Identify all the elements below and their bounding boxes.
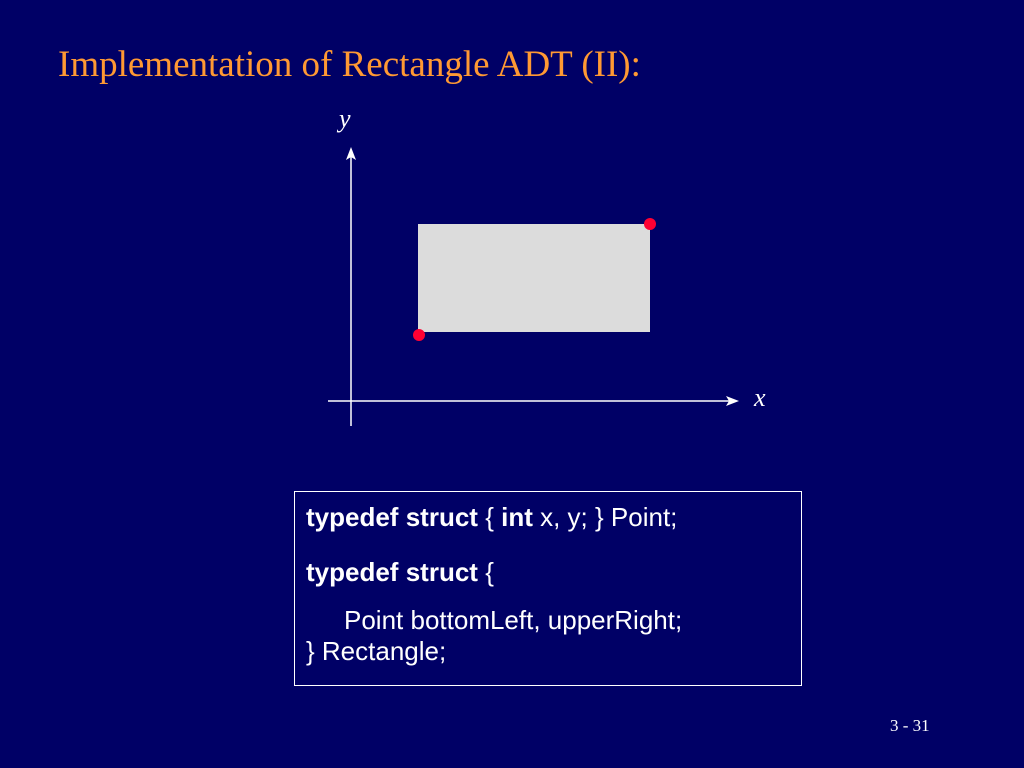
- keyword-typedef: typedef: [306, 557, 399, 587]
- bottom-left-point: [413, 329, 425, 341]
- code-line-rectangle-close: } Rectangle;: [306, 636, 447, 666]
- brace-open: {: [485, 557, 494, 587]
- code-box: typedef struct { int x, y; } Point; type…: [294, 491, 802, 686]
- x-axis-arrowhead: [726, 396, 739, 406]
- brace-open: {: [485, 502, 494, 532]
- keyword-int: int: [501, 502, 533, 532]
- y-axis-arrowhead: [346, 147, 356, 160]
- slide-title: Implementation of Rectangle ADT (II):: [58, 44, 641, 85]
- y-axis-label: y: [336, 104, 351, 133]
- point-members: x, y; } Point;: [540, 502, 678, 532]
- code-line-point-typedef: typedef struct { int x, y; } Point;: [306, 502, 801, 533]
- rectangle-shape: [418, 224, 650, 332]
- x-axis-label: x: [753, 383, 766, 412]
- upper-right-point: [644, 218, 656, 230]
- keyword-struct: struct: [405, 557, 478, 587]
- keyword-struct: struct: [405, 502, 478, 532]
- page-number: 3 - 31: [890, 716, 930, 735]
- code-line-rectangle-typedef: typedef struct {: [306, 557, 801, 588]
- keyword-typedef: typedef: [306, 502, 399, 532]
- code-line-rectangle-members: Point bottomLeft, upperRight;: [344, 605, 683, 635]
